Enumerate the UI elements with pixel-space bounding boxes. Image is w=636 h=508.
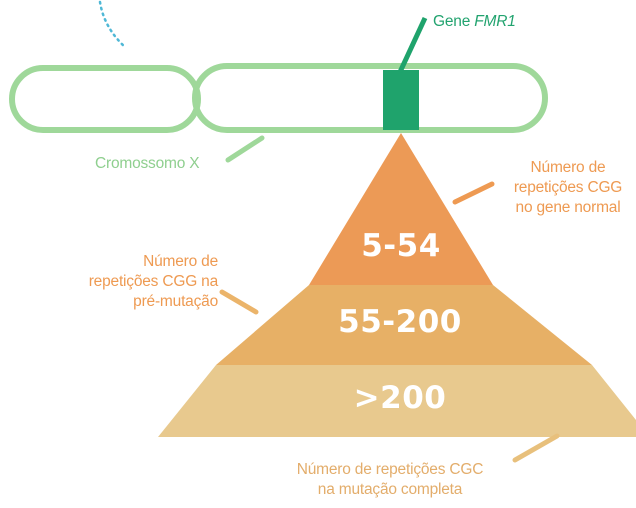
full-mutation-leader-line [512, 433, 560, 463]
tier-normal-value: 5-54 [361, 228, 441, 264]
tier-full-mutation [158, 365, 636, 437]
chromosome-arm-long [192, 63, 548, 133]
fmr1-gene-band [383, 70, 419, 130]
normal-label-line1: Número de [530, 159, 606, 176]
premutation-label: Número de repetições CGG na pré-mutação [60, 252, 218, 312]
full-mutation-label: Número de repetições CGC na mutação comp… [255, 460, 525, 500]
tier-full-value: >200 [353, 380, 447, 416]
chromosome-label: Cromossomo X [95, 155, 200, 172]
gene-leader-line [397, 16, 428, 74]
premutation-label-line1: Número de [143, 253, 218, 270]
chromosome-arm-short [9, 65, 201, 133]
premutation-label-line3: pré-mutação [133, 293, 218, 310]
full-mutation-label-line1: Número de repetições CGC [296, 461, 484, 478]
chromosome-x [9, 63, 548, 133]
normal-label-line3: no gene normal [515, 199, 621, 216]
gene-label-name: FMR1 [474, 13, 516, 30]
tier-premutation [216, 285, 592, 365]
pyramid [158, 133, 636, 437]
dotted-curve [98, 0, 128, 50]
normal-leader-line [452, 181, 495, 205]
normal-label: Número de repetições CGG no gene normal [500, 158, 636, 218]
premutation-label-line2: repetições CGG na [88, 273, 218, 290]
premutation-leader-line [219, 289, 259, 315]
normal-label-line2: repetições CGG [513, 179, 623, 196]
gene-label: Gene FMR1 [433, 12, 516, 32]
tier-normal [309, 133, 493, 285]
full-mutation-label-line2: na mutação completa [317, 481, 463, 498]
chromosome-leader-line [225, 135, 265, 163]
gene-label-prefix: Gene [433, 13, 475, 30]
tier-premutation-value: 55-200 [338, 304, 462, 340]
